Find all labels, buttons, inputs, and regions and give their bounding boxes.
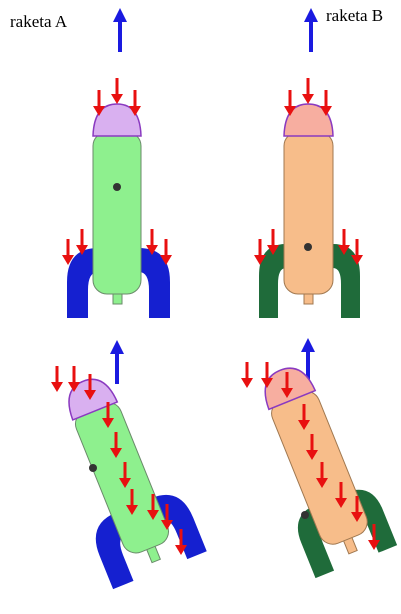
rocket-a-upright bbox=[62, 8, 172, 318]
rocket-a-body bbox=[93, 132, 141, 294]
rocket-a-body bbox=[71, 398, 172, 557]
center-of-mass-icon bbox=[301, 511, 309, 519]
rocket-b-upright bbox=[254, 8, 363, 318]
rocket-b-body bbox=[284, 132, 333, 294]
motion-arrow-icon bbox=[113, 8, 127, 52]
motion-arrow-icon bbox=[304, 8, 318, 52]
rocket-b-tilted bbox=[238, 338, 397, 578]
center-of-mass-icon bbox=[304, 243, 312, 251]
rocket-b-body bbox=[267, 387, 371, 549]
rocket-a-tilted bbox=[37, 340, 207, 589]
center-of-mass-icon bbox=[89, 464, 97, 472]
motion-arrow-icon bbox=[110, 340, 124, 384]
center-of-mass-icon bbox=[113, 183, 121, 191]
